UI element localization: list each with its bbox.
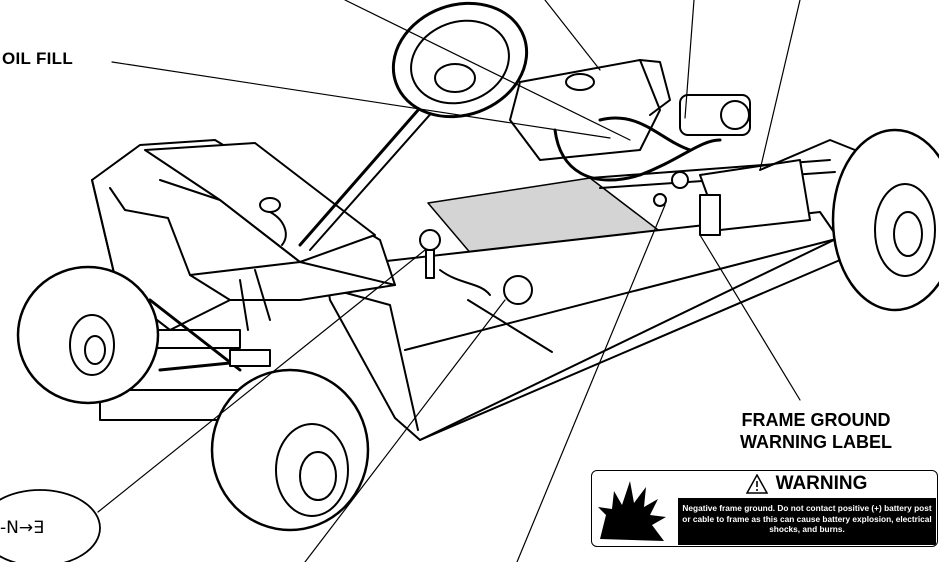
warning-heading: WARNING bbox=[678, 473, 935, 495]
shift-indicator-circle bbox=[0, 489, 101, 562]
explosion-burst-icon bbox=[598, 481, 666, 541]
callout-frame-ground-line1: FRAME GROUND bbox=[741, 410, 891, 430]
warning-body-text: Negative frame ground. Do not contact po… bbox=[678, 498, 936, 545]
warning-triangle-icon bbox=[745, 474, 768, 494]
front-left-wheel bbox=[16, 265, 160, 405]
rear-right-wheel bbox=[831, 128, 939, 312]
callout-frame-ground-line2: WARNING LABEL bbox=[740, 432, 892, 452]
leader-lines bbox=[97, 0, 801, 562]
warning-decal: WARNING Negative frame ground. Do not co… bbox=[591, 470, 938, 547]
front-suspension bbox=[99, 298, 271, 421]
shift-indicator-text: -N→∃ bbox=[0, 518, 44, 538]
engine-area bbox=[509, 59, 856, 236]
warning-heading-text: WARNING bbox=[775, 473, 868, 494]
callout-oil-fill: OIL FILL bbox=[2, 49, 74, 68]
callout-frame-ground-warning-label: FRAME GROUND WARNING LABEL bbox=[706, 409, 926, 453]
wheels bbox=[16, 128, 939, 532]
controls bbox=[259, 197, 533, 305]
front-right-wheel bbox=[210, 368, 370, 532]
steering bbox=[298, 1, 529, 251]
